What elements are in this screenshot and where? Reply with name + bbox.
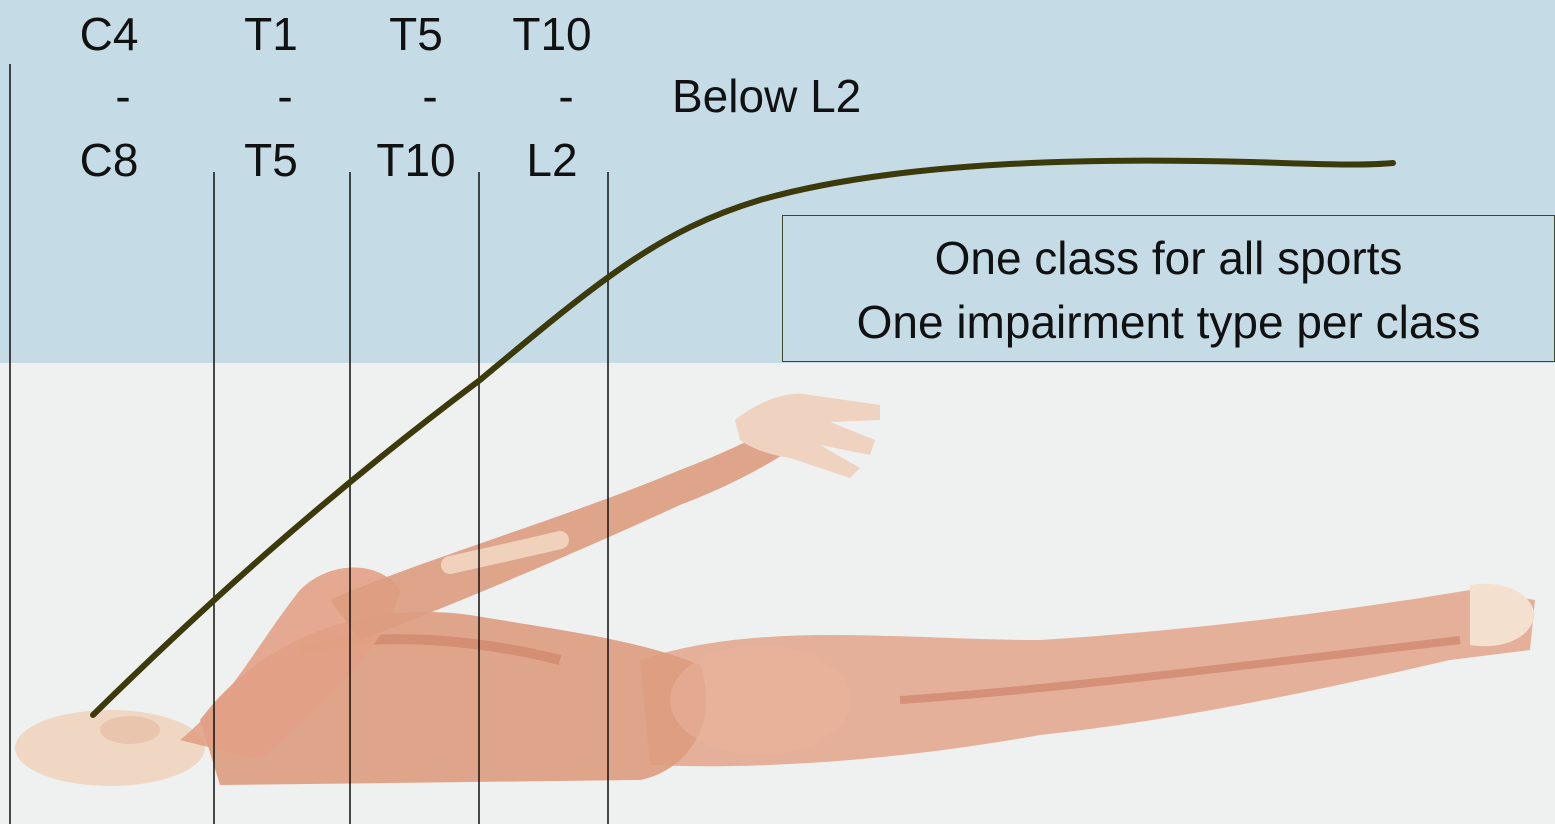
column-1-top-label: C4 xyxy=(39,8,179,60)
column-4-bottom-label: L2 xyxy=(482,134,622,186)
column-4-top-label: T10 xyxy=(482,8,622,60)
column-2-dash: - xyxy=(215,70,355,122)
column-1-bottom-label: C8 xyxy=(39,134,179,186)
callout-box: One class for all sports One impairment … xyxy=(782,215,1555,362)
column-2-top-label: T1 xyxy=(201,8,341,60)
column-3-bottom-label: T10 xyxy=(346,134,486,186)
column-1-dash: - xyxy=(53,70,193,122)
column-2-bottom-label: T5 xyxy=(201,134,341,186)
column-3-dash: - xyxy=(360,70,500,122)
callout-line-2: One impairment type per class xyxy=(783,290,1554,354)
column-4-dash: - xyxy=(496,70,636,122)
below-l2-label: Below L2 xyxy=(672,70,861,122)
muscular-body-illustration xyxy=(15,394,1535,786)
column-3-top-label: T5 xyxy=(346,8,486,60)
callout-line-1: One class for all sports xyxy=(783,226,1554,290)
